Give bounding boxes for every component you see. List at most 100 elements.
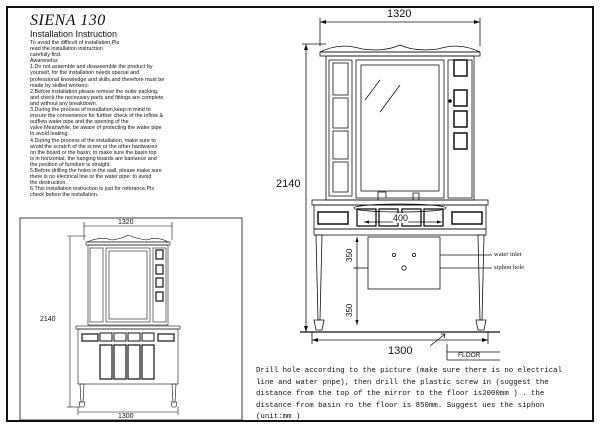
small-drawer-right	[157, 333, 175, 342]
small-drawer-left	[81, 333, 99, 342]
instruction-line: 3.During the process of installation,kee…	[30, 107, 151, 114]
plumbing-zone	[367, 236, 441, 290]
instruction-body: To avoid the difficult of installation,P…	[30, 40, 262, 198]
instruction-line: 5.Before drilling the holes in the wall,…	[30, 167, 162, 174]
small-door-b4	[141, 344, 155, 380]
instruction-line: yourself, for the installation needs spe…	[30, 70, 140, 77]
instruction-line: there is no electrical line or the water…	[30, 174, 152, 181]
instruction-line: and without any breakdown.	[30, 100, 98, 107]
instruction-line: to avoid leaking.	[30, 131, 69, 138]
small-door-a3	[127, 332, 141, 342]
siphon-hole-label: siphon hole	[494, 264, 525, 271]
small-leg-right	[171, 383, 177, 403]
small-left-column	[89, 247, 104, 323]
small-leg-left	[79, 383, 85, 403]
right-door-panel-2	[453, 89, 468, 107]
right-door-panel-4	[453, 132, 468, 150]
small-door-b2	[113, 344, 127, 380]
instruction-heading: Installation Instruction	[30, 29, 118, 39]
small-right-panel-1	[155, 249, 164, 260]
instruction-line: on the board or the basin; to make sure …	[30, 149, 157, 156]
small-crown	[86, 234, 170, 243]
instruction-line: carefully first.	[30, 52, 62, 59]
right-door-knob	[448, 99, 452, 103]
drawing-frame	[6, 6, 594, 422]
drawer-left	[317, 211, 349, 225]
small-door-b3	[127, 344, 141, 380]
small-countertop	[75, 325, 181, 330]
left-shelf-3	[332, 130, 349, 160]
instruction-line: made by skilled workers.	[30, 82, 90, 89]
small-door-a4	[141, 332, 155, 342]
small-dim-top-width: 1320	[118, 219, 134, 226]
faucet-right	[412, 192, 420, 200]
leg-right	[477, 234, 485, 321]
instruction-line: 6.This installation instruction is just …	[30, 186, 155, 193]
small-door-b1	[99, 344, 113, 380]
drawer-right	[451, 211, 483, 225]
water-inlet-label: water inlet	[494, 251, 522, 258]
instruction-line: outflow water pipe and the opening of th…	[30, 119, 129, 126]
instruction-line: ensure the convenience for further check…	[30, 113, 164, 120]
door-1	[356, 208, 377, 227]
instruction-line: check before the installation.	[30, 192, 99, 199]
faucet-left	[377, 191, 387, 200]
right-door-panel-3	[453, 110, 468, 128]
dim-basin-opening: 400	[393, 213, 409, 223]
instruction-line: 1.Do not assemble and disassemble the pr…	[30, 64, 153, 71]
instruction-line: To avoid the difficult of installation,P…	[30, 40, 120, 46]
small-foot-left	[78, 401, 86, 408]
dim-bottom-width: 1300	[388, 345, 413, 357]
instruction-line: professional knowledge and skills,and th…	[30, 76, 165, 83]
crown-base	[319, 51, 481, 57]
small-dim-bottom-width: 1300	[118, 413, 134, 420]
small-cabinet	[19, 217, 243, 421]
dim-arrows	[304, 20, 488, 342]
instruction-line: the destruction.	[30, 180, 67, 187]
dim-height: 2140	[276, 178, 301, 190]
dim-lower-height: 350	[345, 303, 354, 317]
leg-left	[315, 234, 323, 321]
left-shelf-1	[332, 62, 349, 96]
inlet-hole-right	[411, 252, 416, 257]
small-crown-base	[85, 241, 171, 246]
floor-label: FLOOR	[458, 352, 481, 359]
left-shelf-column	[328, 59, 353, 197]
floor	[300, 331, 500, 361]
base-band	[313, 228, 487, 236]
right-door-column	[447, 59, 473, 199]
large-dimensions	[302, 18, 492, 344]
small-mirror-glass	[108, 250, 148, 320]
left-shelf-4	[332, 161, 349, 193]
crown	[319, 44, 481, 53]
instruction-line: 2.Before installation,please remove the …	[30, 88, 159, 95]
dim-top-width: 1320	[387, 8, 412, 20]
small-mirror-cabinet	[87, 244, 169, 326]
instruction-line: 4.During the process of the installation…	[30, 137, 156, 144]
instruction-line: valve.Meanwhile, be aware of protecting …	[30, 125, 162, 132]
right-door-panel-1	[453, 59, 468, 77]
instruction-line: and check the necessary parts and fittin…	[30, 94, 164, 101]
inlet-hole-left	[391, 252, 396, 257]
small-right-panel-3	[155, 277, 164, 288]
siphon-hole-mark	[401, 265, 407, 271]
mirror-frame	[355, 59, 445, 199]
small-right-column	[152, 247, 167, 323]
product-title: SIENA 130	[30, 12, 106, 29]
small-right-panel-4	[155, 291, 164, 302]
small-door-a1	[99, 332, 113, 342]
small-mirror	[105, 247, 151, 323]
instruction-line: Awarenelss	[30, 58, 58, 65]
mirror-glare-2	[379, 84, 401, 113]
mirror-glass	[360, 64, 440, 192]
small-view-border	[19, 217, 243, 421]
small-vanity	[77, 328, 179, 385]
drill-note: Drill hole according to the picture (mak…	[256, 367, 563, 421]
small-door-a2	[113, 332, 127, 342]
basin-rim	[353, 203, 447, 213]
instruction-line: the position of furniture is straight.	[30, 161, 111, 168]
small-right-panel-2	[155, 264, 164, 275]
small-foot-right	[170, 401, 178, 408]
small-dim-height: 2140	[40, 316, 56, 323]
left-shelf-2	[332, 97, 349, 129]
